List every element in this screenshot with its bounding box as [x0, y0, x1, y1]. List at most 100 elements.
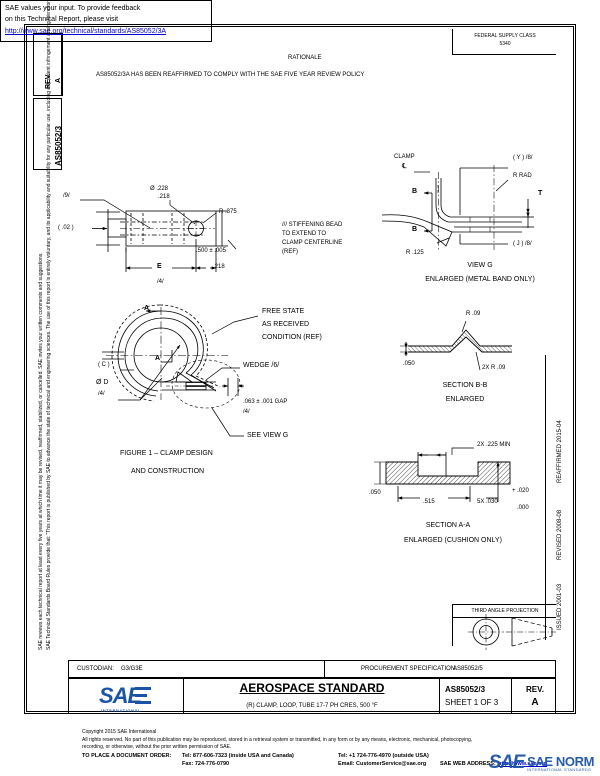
doc-number-box: AS85052/3 [33, 98, 63, 170]
section-bb-title: SECTION B-B [442, 382, 488, 389]
stiffening-bead-line-3: CLAMP CENTERLINE [282, 240, 343, 246]
title-rev-value: A [531, 697, 539, 708]
dim-2x-r09: 2X R .09 [482, 365, 506, 371]
feedback-line-2: on this Technical Report, please visit [5, 16, 119, 23]
dim-r09: R .09 [466, 311, 481, 317]
dim-J-8: ( J ) /8/ [513, 241, 532, 247]
dim-050-bb: .050 [403, 361, 415, 367]
dim-E: E [157, 263, 162, 270]
sae-norm-watermark: SAE SAE NORM INTERNATIONAL STANDARDS [488, 752, 595, 774]
stiffening-bead-line-1: /// STIFFENING BEAD [282, 222, 343, 228]
watermark-subtitle: INTERNATIONAL STANDARDS [527, 766, 592, 772]
projection-divider [452, 617, 556, 618]
feedback-line-1: SAE values your input. To provide feedba… [5, 5, 141, 12]
view-g-title: VIEW G [467, 262, 493, 269]
sae-logo-bar-mid [135, 694, 147, 697]
rev-column-box: REV. A [33, 33, 62, 96]
section-aa-title: SECTION A-A [425, 522, 471, 529]
dim-2x-225-min: 2X .225 MIN [477, 442, 511, 448]
standard-subtitle: (R) CLAMP, LOOP, TUBE 17-7 PH CRES, 500 … [246, 703, 378, 709]
view-g-subtitle: ENLARGED (METAL BAND ONLY) [425, 276, 535, 283]
dim-515: .515 [423, 499, 435, 505]
title-rev-cell: REV. A [511, 679, 557, 713]
dim-tol-plus: + .020 [512, 488, 529, 494]
footer-rights-1: All rights reserved. No part of this pub… [82, 737, 473, 743]
dim-500-tol: .500 ± .005 [196, 248, 226, 254]
dim-gap-063: .063 ± .001 GAP [243, 399, 288, 405]
footer-order-tel: Tel: 877-606-7323 (inside USA and Canada… [182, 753, 294, 759]
viewg-clamp-label: CLAMP [394, 154, 415, 160]
third-angle-projection-label: THIRD ANGLE PROJECTION [471, 608, 539, 614]
title-block: SAE INTERNATIONAL AEROSPACE STANDARD (R)… [68, 678, 556, 714]
title-rev-label: REV. [526, 685, 544, 694]
figure-1-title-line2: AND CONSTRUCTION [131, 468, 205, 475]
standard-title: AEROSPACE STANDARD [239, 681, 385, 695]
dim-T: T [538, 190, 543, 197]
figure-1-title-line1: FIGURE 1 – CLAMP DESIGN [120, 450, 213, 457]
federal-supply-class-label: FEDERAL SUPPLY CLASS [474, 33, 536, 39]
sheet-inner-border [26, 26, 574, 712]
dim-050-aa: .050 [369, 490, 381, 496]
procurement-value: AS85052/5 [453, 666, 483, 672]
rationale-heading: RATIONALE [288, 55, 322, 61]
dim-r125: R .125 [406, 250, 424, 256]
dim-r375: R .375 [219, 209, 237, 215]
note-9-top: /9/ [63, 193, 70, 199]
custodian-label: CUSTODIAN: [77, 666, 114, 672]
footer-order-label: TO PLACE A DOCUMENT ORDER: [82, 753, 172, 759]
title-sheet: SHEET 1 OF 3 [445, 698, 499, 707]
wedge-note: WEDGE /6/ [243, 362, 280, 369]
sae-logo: SAE INTERNATIONAL [99, 683, 151, 713]
footer-copyright: Copyright 2015 SAE International [82, 729, 157, 735]
dim-5x-030: 5X .030 [477, 499, 498, 505]
feedback-link[interactable]: http://www.sae.org/technical/standards/A… [5, 28, 167, 35]
feedback-box: SAE values your input. To provide feedba… [0, 0, 212, 42]
footer-order-email: Email: CustomerService@sae.org [338, 761, 427, 767]
section-marker-b-top: B [412, 188, 418, 195]
free-state-line3: CONDITION (REF) [262, 334, 322, 341]
custodian-value: G3/G3E [121, 666, 143, 672]
section-marker-a-mid: A [155, 355, 161, 362]
section-bb-subtitle: ENLARGED [445, 396, 485, 403]
custodian-procurement-row: CUSTODIAN: G3/G3E PROCUREMENT SPECIFICAT… [68, 660, 556, 678]
title-doc-number: AS85052/3 [445, 685, 486, 694]
footer-order-fax: Fax: 724-776-0790 [182, 761, 230, 767]
footer-web-label: SAE WEB ADDRESS: [440, 761, 496, 767]
sae-logo-cell: SAE INTERNATIONAL [69, 679, 183, 713]
dim-C-ref: ( C ) [98, 362, 110, 368]
footer-rights-2: recording, or otherwise, without the pri… [82, 744, 232, 750]
sae-logo-bar-top [135, 687, 151, 690]
standard-title-cell: AEROSPACE STANDARD (R) CLAMP, LOOP, TUBE… [183, 679, 439, 713]
dim-tol-minus: .000 [517, 505, 529, 511]
dim-02-ref: ( .02 ) [58, 225, 74, 231]
stiffening-bead-line-4: (REF) [282, 249, 298, 255]
sae-logo-bar-bottom [135, 701, 151, 704]
section-aa-subtitle: ENLARGED (CUSHION ONLY) [404, 537, 502, 544]
clamp-centerline-symbol: ℄ [402, 163, 407, 170]
title-strip-divider [324, 660, 325, 678]
stiffening-bead-note: /// STIFFENING BEAD TO EXTEND TO CLAMP C… [282, 222, 342, 255]
dim-dia-D: Ø D [96, 379, 109, 386]
rev-column-divider [62, 33, 63, 96]
revision-history-divider [545, 355, 546, 640]
note-4-gap: /4/ [243, 409, 250, 415]
see-view-g-note: SEE VIEW G [247, 432, 289, 439]
watermark-text: SAE NORM [527, 753, 594, 769]
section-marker-a-top: A [144, 305, 150, 312]
free-state-line2: AS RECEIVED [262, 321, 310, 328]
free-state-line1: FREE STATE [262, 308, 305, 315]
section-marker-b-bottom: B [412, 226, 418, 233]
doc-number-cell: AS85052/3 SHEET 1 OF 3 [439, 679, 511, 713]
stiffening-bead-line-2: TO EXTEND TO [282, 231, 327, 237]
footer-web-url[interactable]: http://www.sae.org [498, 761, 547, 767]
dim-r-rad: R RAD [513, 173, 532, 179]
sae-logo-word: SAE [99, 683, 142, 708]
federal-supply-class-box: FEDERAL SUPPLY CLASS 5340 [452, 29, 556, 55]
federal-supply-class-value: 5340 [499, 41, 511, 47]
dim-Y-8: ( Y ) /8/ [513, 155, 533, 161]
watermark-brand: SAE [488, 752, 526, 773]
footer-order-tel-outside: Tel: +1 724-776-4970 (outside USA) [338, 753, 429, 759]
dim-218-lower: .218 [213, 264, 225, 270]
